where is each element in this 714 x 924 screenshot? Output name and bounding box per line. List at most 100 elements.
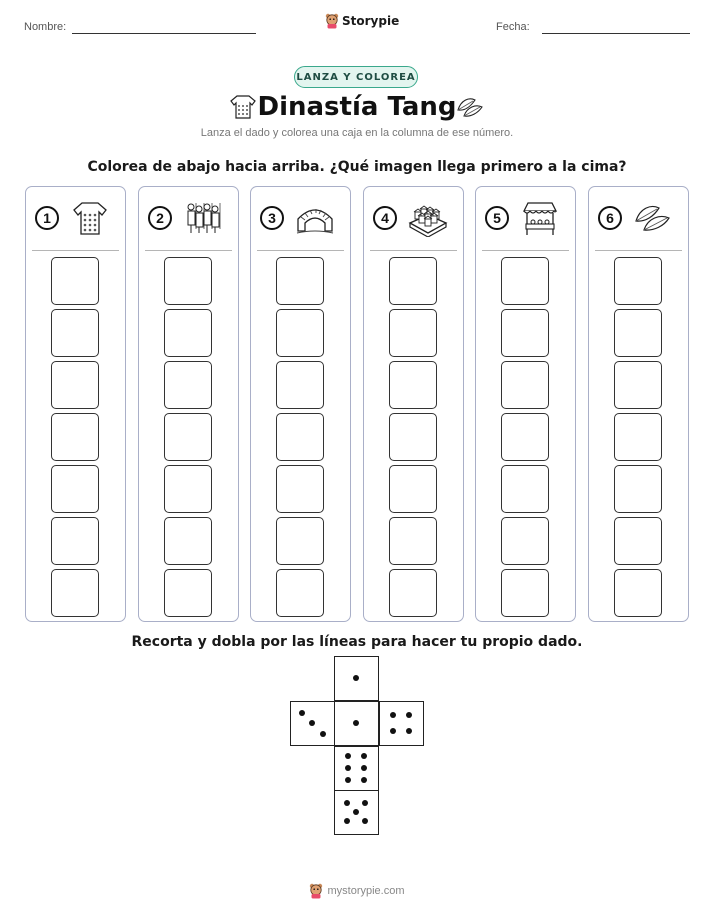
soldiers-icon: [187, 203, 221, 233]
color-box[interactable]: [51, 257, 99, 305]
tea-leaves-icon: [635, 205, 670, 231]
dice-face-1[interactable]: [334, 701, 379, 746]
color-box[interactable]: [614, 361, 662, 409]
color-box[interactable]: [51, 413, 99, 461]
column-divider: [32, 250, 119, 251]
date-line[interactable]: [542, 33, 690, 34]
dice-pip: [353, 720, 359, 726]
dice-face-3[interactable]: [290, 701, 335, 746]
color-box[interactable]: [614, 569, 662, 617]
color-box[interactable]: [164, 413, 212, 461]
column-number: 4: [373, 206, 397, 230]
color-box[interactable]: [389, 413, 437, 461]
brand-logo: Storypie: [325, 13, 399, 29]
color-box[interactable]: [614, 413, 662, 461]
bear-icon: [325, 13, 339, 29]
page-title: Dinastía Tang: [257, 92, 457, 122]
armor-icon: [73, 202, 107, 235]
bear-icon: [310, 883, 323, 899]
dice-face-1[interactable]: [334, 656, 379, 701]
color-box[interactable]: [614, 465, 662, 513]
column-number: 3: [260, 206, 284, 230]
name-line[interactable]: [72, 33, 256, 34]
dice-pip: [344, 753, 351, 760]
brand-name: Storypie: [342, 14, 400, 28]
column-4: 4: [363, 186, 464, 622]
color-box[interactable]: [614, 517, 662, 565]
column-divider: [482, 250, 569, 251]
color-box[interactable]: [51, 569, 99, 617]
color-box[interactable]: [164, 257, 212, 305]
color-box[interactable]: [164, 569, 212, 617]
dice-pip: [406, 711, 413, 718]
subtitle: Lanza el dado y colorea una caja en la c…: [200, 127, 514, 139]
color-box[interactable]: [501, 413, 549, 461]
column-6: 6: [588, 186, 689, 622]
dice-instruction: Recorta y dobla por las líneas para hace…: [131, 634, 583, 650]
color-box[interactable]: [389, 465, 437, 513]
color-box[interactable]: [389, 257, 437, 305]
color-box[interactable]: [501, 569, 549, 617]
color-box[interactable]: [501, 465, 549, 513]
dice-face-5[interactable]: [334, 790, 379, 835]
dice-pip: [309, 720, 315, 726]
dice-pip: [343, 818, 350, 825]
column-1: 1: [25, 186, 126, 622]
color-box[interactable]: [276, 361, 324, 409]
dice-pip: [353, 675, 359, 681]
color-box[interactable]: [389, 569, 437, 617]
color-box[interactable]: [51, 517, 99, 565]
color-box[interactable]: [164, 465, 212, 513]
armor-icon: [230, 95, 256, 119]
color-box[interactable]: [51, 465, 99, 513]
color-box[interactable]: [501, 517, 549, 565]
column-number: 5: [485, 206, 509, 230]
column-number: 1: [35, 206, 59, 230]
color-box[interactable]: [51, 361, 99, 409]
instruction-heading: Colorea de abajo hacia arriba. ¿Qué imag…: [87, 159, 627, 175]
color-box[interactable]: [164, 517, 212, 565]
color-box[interactable]: [51, 309, 99, 357]
column-divider: [257, 250, 344, 251]
color-box[interactable]: [389, 361, 437, 409]
dice-pip: [344, 765, 351, 771]
color-box[interactable]: [276, 413, 324, 461]
color-box[interactable]: [276, 465, 324, 513]
dice-pip: [361, 765, 368, 771]
dice-pip: [389, 711, 396, 718]
dice-pip: [344, 776, 351, 783]
column-2: 2: [138, 186, 239, 622]
column-3: 3: [250, 186, 351, 622]
dice-pip: [362, 799, 369, 806]
market-stall-icon: [522, 202, 558, 235]
column-number: 2: [148, 206, 172, 230]
dice-face-6[interactable]: [334, 746, 379, 791]
color-box[interactable]: [164, 361, 212, 409]
color-box[interactable]: [501, 309, 549, 357]
column-5: 5: [475, 186, 576, 622]
color-box[interactable]: [389, 517, 437, 565]
color-box[interactable]: [389, 309, 437, 357]
dice-pip: [406, 728, 413, 735]
city-icon: [408, 205, 448, 237]
color-box[interactable]: [501, 257, 549, 305]
footer-url[interactable]: mystorypie.com: [327, 885, 405, 897]
color-box[interactable]: [276, 517, 324, 565]
color-box[interactable]: [276, 257, 324, 305]
column-number: 6: [598, 206, 622, 230]
color-box[interactable]: [614, 309, 662, 357]
color-box[interactable]: [164, 309, 212, 357]
dice-pip: [362, 818, 369, 825]
dice-face-4[interactable]: [379, 701, 424, 746]
dice-pip: [389, 728, 396, 735]
footer: mystorypie.com: [0, 883, 714, 899]
color-box[interactable]: [614, 257, 662, 305]
dice-pip: [298, 709, 305, 716]
dice-pip: [319, 730, 326, 737]
bridge-icon: [296, 209, 334, 234]
dice-pip: [353, 809, 359, 815]
color-box[interactable]: [276, 569, 324, 617]
color-box[interactable]: [501, 361, 549, 409]
date-label: Fecha:: [496, 21, 530, 33]
color-box[interactable]: [276, 309, 324, 357]
